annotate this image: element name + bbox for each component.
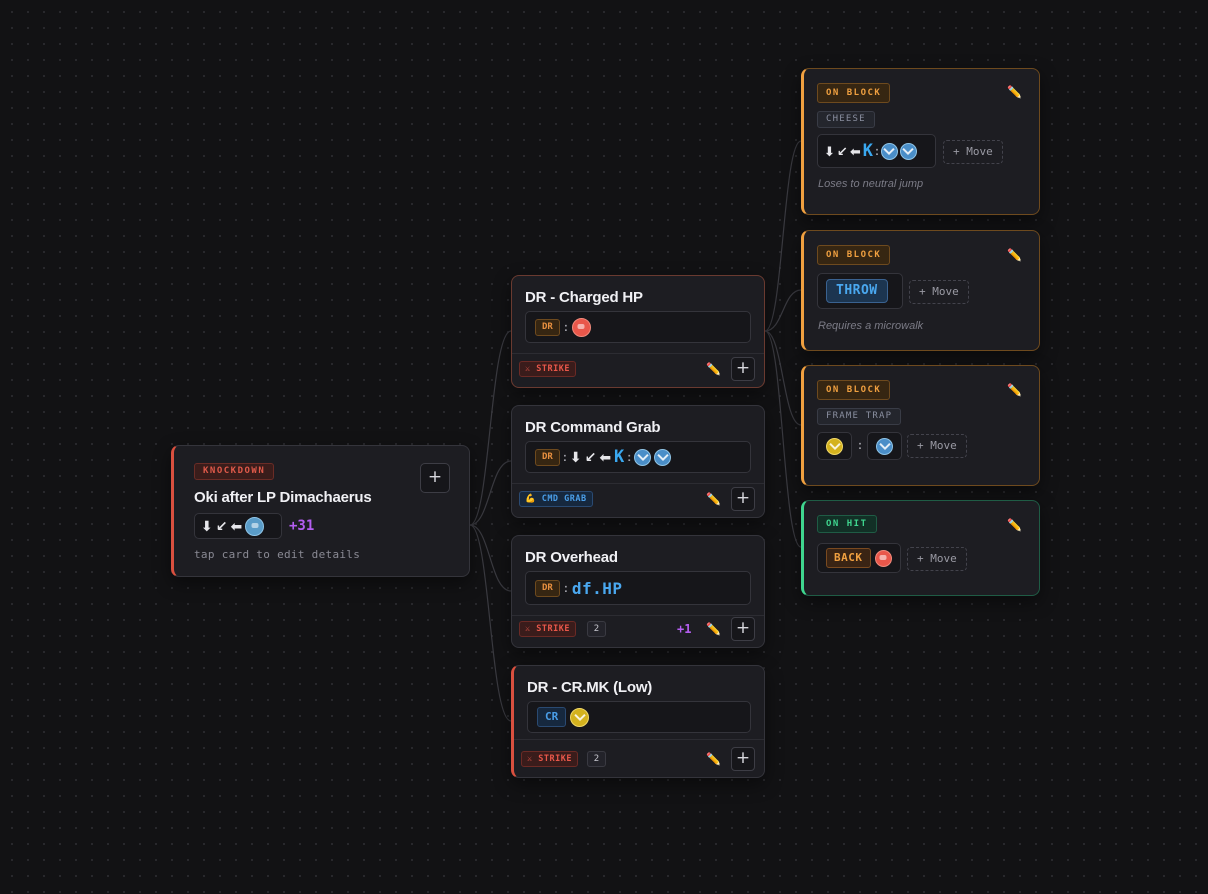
move-title: DR Command Grab [525,419,661,436]
separator: : [874,144,879,158]
on-hit-tag: ON HIT [817,515,877,533]
root-title: Oki after LP Dimachaerus [194,489,372,506]
move-input-sequence: DR : df.HP [525,571,751,605]
move-title: DR - Charged HP [525,289,643,306]
strike-tag: ⚔ STRIKE [519,361,576,377]
card-divider [512,615,764,616]
edit-pencil-icon[interactable]: ✏️ [706,362,721,376]
move-notation: df.HP [571,578,623,598]
light-punch-icon [245,516,265,536]
separator: : [563,320,568,334]
strike-tag: ⚔ STRIKE [519,621,576,637]
down-arrow-icon: ⬇ [201,518,213,534]
first-move-box [817,432,852,460]
medium-kick-icon [654,448,672,466]
followup-card[interactable]: ON BLOCK ✏️ THROW + Move Requires a micr… [801,230,1040,351]
strike-tag: ⚔ STRIKE [521,751,578,767]
edit-pencil-icon[interactable]: ✏️ [1007,85,1022,99]
add-move-button[interactable]: + Move [943,140,1003,164]
followup-input-sequence: ⬇ ↙ ⬅ K : [817,134,936,168]
root-card[interactable]: KNOCKDOWN + Oki after LP Dimachaerus ⬇ ↙… [171,445,470,577]
cheese-tag: CHEESE [817,111,875,128]
down-back-arrow-icon: ↙ [584,449,597,465]
separator: : [858,438,862,452]
followup-card[interactable]: ON HIT ✏️ BACK + Move [801,500,1040,596]
medium-kick-icon [876,437,893,455]
kick-letter: K [862,141,873,161]
heavy-punch-icon [571,317,591,337]
add-followup-button[interactable]: + [731,617,755,641]
followup-count-badge: 2 [587,621,606,637]
followup-note: Requires a microwalk [818,320,924,332]
add-move-button[interactable]: + Move [907,547,967,571]
followup-card[interactable]: ON BLOCK ✏️ CHEESE ⬇ ↙ ⬅ K : + Move Lose… [801,68,1040,215]
edit-pencil-icon[interactable]: ✏️ [706,492,721,506]
on-block-tag: ON BLOCK [817,245,891,265]
medium-kick-yellow-icon [826,437,843,455]
move-title: DR Overhead [525,549,618,566]
move-card[interactable]: DR - CR.MK (Low) CR ⚔ STRIKE 2 ✏️ + [511,665,765,778]
frame-trap-tag: FRAME TRAP [817,408,902,425]
followup-card[interactable]: ON BLOCK ✏️ FRAME TRAP : + Move [801,365,1040,486]
on-block-tag: ON BLOCK [817,83,891,103]
back-chip: BACK [826,548,871,568]
light-kick-icon [880,142,898,160]
separator: : [563,581,568,595]
drive-rush-chip: DR [535,448,560,466]
root-input-sequence: ⬇ ↙ ⬅ [194,513,282,539]
kick-letter: K [614,447,625,467]
drive-rush-chip: DR [535,318,560,336]
edit-pencil-icon[interactable]: ✏️ [706,622,721,636]
down-arrow-icon: ⬇ [824,143,835,159]
add-followup-button[interactable]: + [731,747,755,771]
move-input-sequence: CR [527,701,751,733]
command-grab-tag: 💪 CMD GRAB [519,491,593,507]
second-move-box [867,432,902,460]
edit-hint: tap card to edit details [194,548,361,561]
drive-rush-chip: DR [535,579,560,597]
move-card[interactable]: DR - Charged HP DR : ⚔ STRIKE ✏️ + [511,275,765,388]
back-arrow-icon: ⬅ [849,143,861,159]
down-arrow-icon: ⬇ [569,449,582,465]
move-input-sequence: DR : [525,311,751,343]
move-card[interactable]: DR Command Grab DR : ⬇ ↙ ⬅ K : 💪 CMD GRA… [511,405,765,518]
add-child-button[interactable]: + [420,463,450,493]
followup-note: Loses to neutral jump [818,178,924,190]
heavy-punch-icon [874,549,892,567]
add-move-button[interactable]: + Move [907,434,967,458]
card-divider [512,353,764,354]
add-move-button[interactable]: + Move [909,280,969,304]
down-back-arrow-icon: ↙ [215,518,228,534]
edit-pencil-icon[interactable]: ✏️ [1007,518,1022,532]
medium-kick-yellow-icon [570,707,590,727]
separator: : [627,450,632,464]
move-card[interactable]: DR Overhead DR : df.HP ⚔ STRIKE 2 +1 ✏️ … [511,535,765,648]
medium-kick-icon [899,142,917,160]
frame-advantage: +31 [289,518,315,534]
move-title: DR - CR.MK (Low) [527,679,653,696]
edit-pencil-icon[interactable]: ✏️ [1007,248,1022,262]
down-back-arrow-icon: ↙ [836,143,848,159]
crouch-chip: CR [537,707,567,727]
card-divider [514,739,764,740]
on-block-tag: ON BLOCK [817,380,891,400]
add-followup-button[interactable]: + [731,487,755,511]
knockdown-tag: KNOCKDOWN [194,463,275,480]
add-followup-button[interactable]: + [731,357,755,381]
light-kick-icon [634,448,652,466]
back-arrow-icon: ⬅ [599,449,612,465]
followup-count-badge: 2 [587,751,606,767]
card-divider [512,483,764,484]
back-arrow-icon: ⬅ [230,518,243,534]
edit-pencil-icon[interactable]: ✏️ [706,752,721,766]
move-input-sequence: DR : ⬇ ↙ ⬅ K : [525,441,751,473]
edit-pencil-icon[interactable]: ✏️ [1007,383,1022,397]
frame-advantage: +1 [677,622,692,636]
followup-input-sequence: THROW [817,273,903,309]
throw-chip: THROW [826,279,888,303]
followup-input-sequence: BACK [817,543,901,573]
separator: : [562,450,567,464]
